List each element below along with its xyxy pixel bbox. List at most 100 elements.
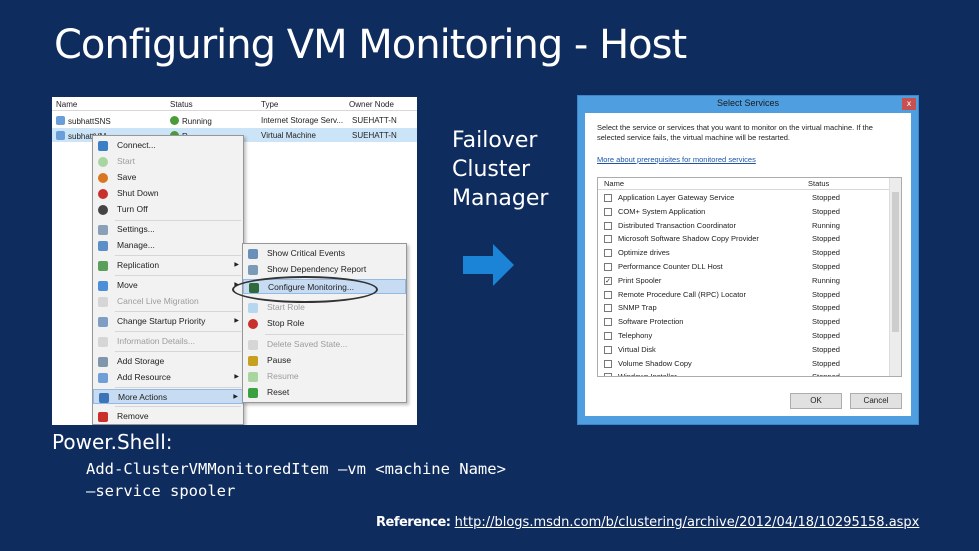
col-name[interactable]: Name [604, 179, 625, 188]
menu-item-manage[interactable]: Manage... [93, 238, 243, 253]
menu-item-replication[interactable]: Replication▶ [93, 258, 243, 273]
scrollbar[interactable] [889, 178, 901, 376]
menu-item-move[interactable]: Move▶ [93, 278, 243, 293]
service-name: Optimize drives [618, 248, 670, 258]
service-checkbox[interactable] [604, 263, 612, 271]
menu-item-more-actions[interactable]: More Actions▶ [93, 389, 243, 404]
menu-item-add-storage[interactable]: Add Storage [93, 354, 243, 369]
service-checkbox[interactable] [604, 235, 612, 244]
service-checkbox[interactable] [604, 304, 612, 313]
menu-item-cancel-live-migration[interactable]: Cancel Live Migration [93, 294, 243, 309]
right-arrow-icon [463, 244, 514, 286]
close-icon[interactable]: x [902, 98, 916, 110]
service-row[interactable]: COM+ System Application Stopped [598, 205, 889, 219]
col-type[interactable]: Type [261, 100, 279, 109]
service-checkbox[interactable] [604, 207, 612, 216]
report-icon [248, 265, 258, 275]
service-row[interactable]: Distributed Transaction Coordinator Runni… [598, 219, 889, 233]
col-owner[interactable]: Owner Node [349, 100, 394, 109]
reference-label: Reference: [376, 515, 451, 530]
menu-item-connect[interactable]: Connect... [93, 138, 243, 153]
submenu-item-resume[interactable]: Resume [243, 369, 406, 384]
menu-item-change-startup-priority[interactable]: Change Startup Priority▶ [93, 314, 243, 329]
service-status: Running [812, 275, 840, 285]
menu-item-settings[interactable]: Settings... [93, 222, 243, 237]
service-checkbox[interactable] [604, 332, 612, 340]
service-checkbox[interactable] [604, 221, 612, 230]
vm-icon [56, 131, 65, 140]
submenu-item-delete-saved-state[interactable]: Delete Saved State... [243, 337, 406, 352]
ok-button[interactable]: OK [790, 393, 842, 409]
menu-item-add-resource[interactable]: Add Resource▶ [93, 370, 243, 385]
dialog-description: Select the service or services that you … [597, 123, 873, 142]
more-actions-icon [99, 393, 109, 403]
turn-off-icon [98, 205, 108, 215]
col-name[interactable]: Name [56, 100, 78, 109]
service-name: Distributed Transaction Coordinator [618, 220, 736, 230]
menu-item-turn-off[interactable]: Turn Off [93, 202, 243, 217]
submenu-item-stop-role[interactable]: Stop Role [243, 316, 406, 331]
service-name: COM+ System Application [618, 206, 706, 216]
submenu-arrow-icon: ▶ [234, 374, 239, 380]
resource-icon [98, 373, 108, 383]
replication-icon [98, 261, 108, 271]
submenu-item-start-role[interactable]: Start Role [243, 300, 406, 315]
menu-item-save[interactable]: Save [93, 170, 243, 185]
service-checkbox[interactable] [604, 359, 612, 368]
menu-separator [115, 275, 241, 276]
highlight-circle [232, 276, 378, 303]
service-status: Stopped [812, 206, 840, 216]
service-name: Print Spooler [618, 275, 662, 285]
prerequisites-link[interactable]: More about prerequisites for monitored s… [597, 155, 756, 164]
start-icon [98, 157, 108, 167]
submenu-item-show-dependency-report[interactable]: Show Dependency Report [243, 262, 406, 277]
service-checkbox[interactable] [604, 318, 612, 327]
service-status: Stopped [812, 248, 840, 258]
service-name: Remote Procedure Call (RPC) Locator [618, 289, 746, 299]
shutdown-icon [98, 189, 108, 199]
service-checkbox[interactable] [604, 194, 612, 202]
select-services-dialog: Select Services x Select the service or … [577, 95, 919, 425]
scrollbar-thumb[interactable] [892, 192, 899, 332]
service-checkbox[interactable] [604, 290, 612, 299]
service-status: Stopped [812, 303, 840, 313]
submenu-item-pause[interactable]: Pause [243, 353, 406, 368]
service-status: Stopped [812, 289, 840, 299]
service-status: Running [812, 220, 840, 230]
service-checkbox[interactable] [604, 373, 612, 376]
menu-item-shut-down[interactable]: Shut Down [93, 186, 243, 201]
menu-item-remove[interactable]: Remove [93, 409, 243, 424]
service-name: Telephony [618, 331, 653, 340]
menu-item-information-details[interactable]: Information Details... [93, 334, 243, 349]
submenu-item-show-critical-events[interactable]: Show Critical Events [243, 246, 406, 261]
info-icon [98, 337, 108, 347]
service-checkbox[interactable]: ✓ [604, 276, 612, 285]
service-checkbox[interactable] [604, 345, 612, 354]
col-status[interactable]: Status [170, 100, 193, 109]
menu-item-start[interactable]: Start [93, 154, 243, 169]
service-name: Microsoft Software Shadow Copy Provider [618, 234, 759, 244]
running-icon [170, 116, 179, 125]
cancel-button[interactable]: Cancel [850, 393, 902, 409]
service-row[interactable]: ✓ Print Spooler Running [598, 274, 889, 288]
reference-link[interactable]: http://blogs.msdn.com/b/clustering/archi… [454, 515, 920, 530]
table-row[interactable]: subhattSNS Running Internet Storage Serv… [52, 113, 417, 127]
submenu-arrow-icon: ▶ [234, 262, 239, 268]
slide-title: Configuring VM Monitoring - Host [54, 22, 687, 68]
start-role-icon [248, 303, 258, 313]
services-header: Name Status [598, 178, 889, 190]
submenu-item-reset[interactable]: Reset [243, 385, 406, 400]
service-row[interactable]: Optimize drives Stopped [598, 246, 889, 260]
service-row[interactable]: Remote Procedure Call (RPC) Locator Stopp… [598, 288, 889, 302]
col-status[interactable]: Status [808, 179, 830, 188]
service-checkbox[interactable] [604, 249, 612, 258]
